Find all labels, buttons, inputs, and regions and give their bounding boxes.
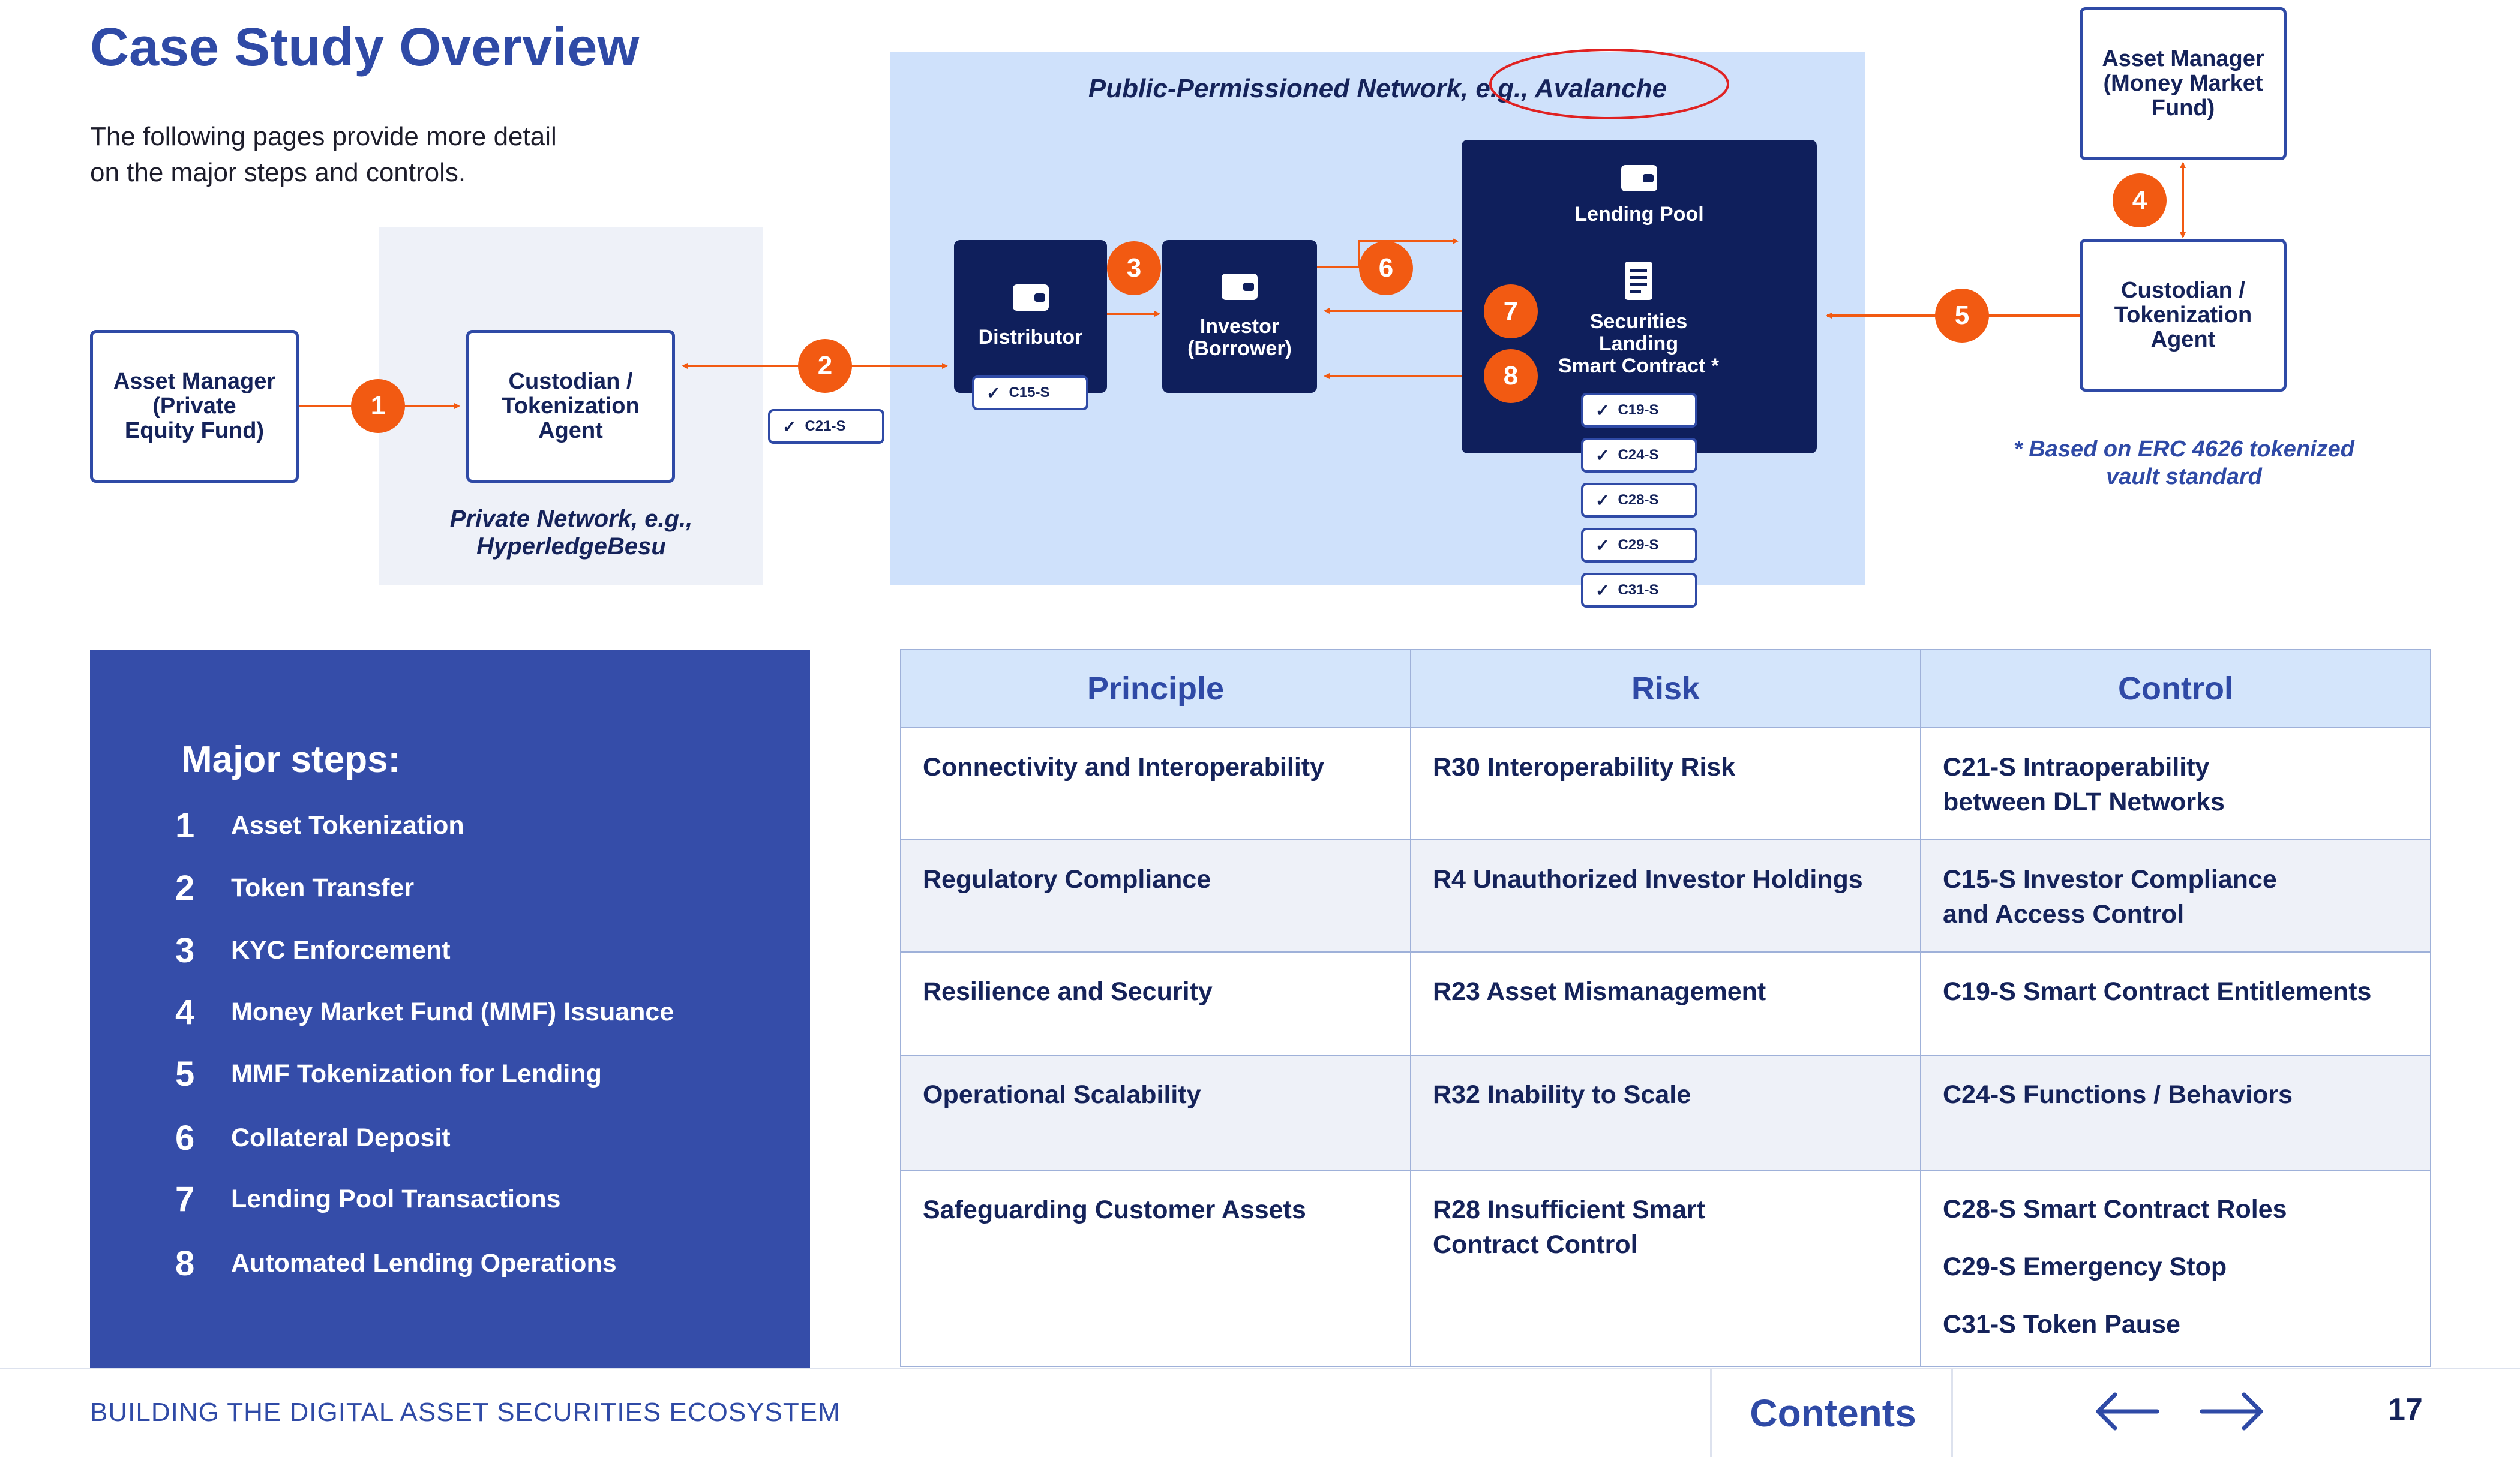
principle-cell: Safeguarding Customer Assets bbox=[900, 1170, 1411, 1367]
control-tag-c21: ✓C21-S bbox=[768, 409, 884, 444]
contents-link[interactable]: Contents bbox=[1750, 1392, 1916, 1435]
check-icon: ✓ bbox=[1595, 491, 1610, 510]
control-tag-c29: ✓C29-S bbox=[1581, 528, 1697, 563]
check-icon: ✓ bbox=[1595, 401, 1610, 420]
intro-line-1: The following pages provide more detail bbox=[90, 122, 557, 151]
step-badge-4: 4 bbox=[2113, 173, 2167, 227]
check-icon: ✓ bbox=[986, 383, 1001, 402]
control-tag-c19: ✓C19-S bbox=[1581, 393, 1697, 428]
check-icon: ✓ bbox=[1595, 536, 1610, 555]
table-row: Operational Scalability R32 Inability to… bbox=[900, 1055, 2431, 1171]
check-icon: ✓ bbox=[1595, 581, 1610, 600]
control-tag-c24: ✓C24-S bbox=[1581, 438, 1697, 473]
principle-cell: Connectivity and Interoperability bbox=[900, 727, 1411, 840]
intro-line-2: on the major steps and controls. bbox=[90, 158, 466, 187]
principle-cell: Operational Scalability bbox=[900, 1055, 1411, 1171]
node-distributor: Distributor bbox=[954, 240, 1107, 393]
node-securities-contract: Securities Landing Smart Contract * bbox=[1525, 262, 1752, 377]
node-investor: Investor (Borrower) bbox=[1162, 240, 1317, 393]
risk-cell: R30 Interoperability Risk bbox=[1410, 727, 1921, 840]
page-title: Case Study Overview bbox=[90, 17, 640, 77]
next-page-arrow-icon[interactable] bbox=[2196, 1381, 2268, 1441]
risk-cell: R32 Inability to Scale bbox=[1410, 1055, 1921, 1171]
node-asset-manager-equity: Asset Manager (Private Equity Fund) bbox=[90, 330, 299, 483]
document-icon bbox=[1625, 262, 1652, 300]
step-badge-2: 2 bbox=[798, 339, 852, 393]
step-badge-1: 1 bbox=[351, 379, 405, 433]
step-badge-8: 8 bbox=[1484, 349, 1538, 403]
wallet-icon bbox=[1621, 165, 1657, 191]
principle-cell: Resilience and Security bbox=[900, 951, 1411, 1056]
table-row: Safeguarding Customer Assets R28 Insuffi… bbox=[900, 1170, 2431, 1367]
footer-divider bbox=[0, 1368, 2520, 1369]
footnote: * Based on ERC 4626 tokenized vault stan… bbox=[2013, 437, 2355, 489]
table-row: Regulatory Compliance R4 Unauthorized In… bbox=[900, 839, 2431, 953]
footer-separator bbox=[1951, 1369, 1953, 1457]
wallet-icon bbox=[1012, 284, 1049, 311]
node-asset-manager-mmf: Asset Manager (Money Market Fund) bbox=[2080, 7, 2287, 160]
intro-text: The following pages provide more detail … bbox=[90, 119, 630, 191]
step-badge-3: 3 bbox=[1107, 241, 1161, 295]
table-row: Resilience and Security R23 Asset Misman… bbox=[900, 951, 2431, 1056]
footer-separator bbox=[1710, 1369, 1712, 1457]
table-row: Connectivity and Interoperability R30 In… bbox=[900, 727, 2431, 840]
control-cell: C19-S Smart Contract Entitlements bbox=[1920, 951, 2431, 1056]
major-steps-title: Major steps: bbox=[181, 739, 401, 780]
check-icon: ✓ bbox=[782, 417, 797, 436]
node-custodian-public: Custodian / Tokenization Agent bbox=[2080, 239, 2287, 392]
wallet-icon bbox=[1222, 273, 1258, 300]
step-badge-7: 7 bbox=[1484, 284, 1538, 338]
step-badge-6: 6 bbox=[1359, 241, 1413, 295]
private-network-label: Private Network, e.g., HyperledgeBesu bbox=[449, 506, 693, 560]
column-header-control: Control bbox=[1920, 649, 2431, 728]
control-cell: C24-S Functions / Behaviors bbox=[1920, 1055, 2431, 1171]
footer-title: BUILDING THE DIGITAL ASSET SECURITIES EC… bbox=[90, 1398, 841, 1427]
risk-cell: R23 Asset Mismanagement bbox=[1410, 951, 1921, 1056]
check-icon: ✓ bbox=[1595, 446, 1610, 465]
principle-risk-control-table: Principle Risk Control Connectivity and … bbox=[900, 649, 2431, 1367]
control-tag-c31: ✓C31-S bbox=[1581, 573, 1697, 608]
page-number: 17 bbox=[2388, 1392, 2423, 1427]
column-header-principle: Principle bbox=[900, 649, 1411, 728]
column-header-risk: Risk bbox=[1410, 649, 1921, 728]
highlight-circle bbox=[1489, 49, 1729, 119]
control-tag-c15: ✓C15-S bbox=[972, 375, 1088, 410]
principle-cell: Regulatory Compliance bbox=[900, 839, 1411, 953]
step-badge-5: 5 bbox=[1935, 289, 1989, 343]
control-tag-c28: ✓C28-S bbox=[1581, 483, 1697, 518]
public-network-example: Avalanche bbox=[1535, 74, 1667, 103]
prev-page-arrow-icon[interactable] bbox=[2091, 1381, 2163, 1441]
node-custodian-private: Custodian / Tokenization Agent bbox=[466, 330, 675, 483]
risk-cell: R4 Unauthorized Investor Holdings bbox=[1410, 839, 1921, 953]
public-network-label: Public-Permissioned Network, e.g., Avala… bbox=[1088, 74, 1667, 103]
